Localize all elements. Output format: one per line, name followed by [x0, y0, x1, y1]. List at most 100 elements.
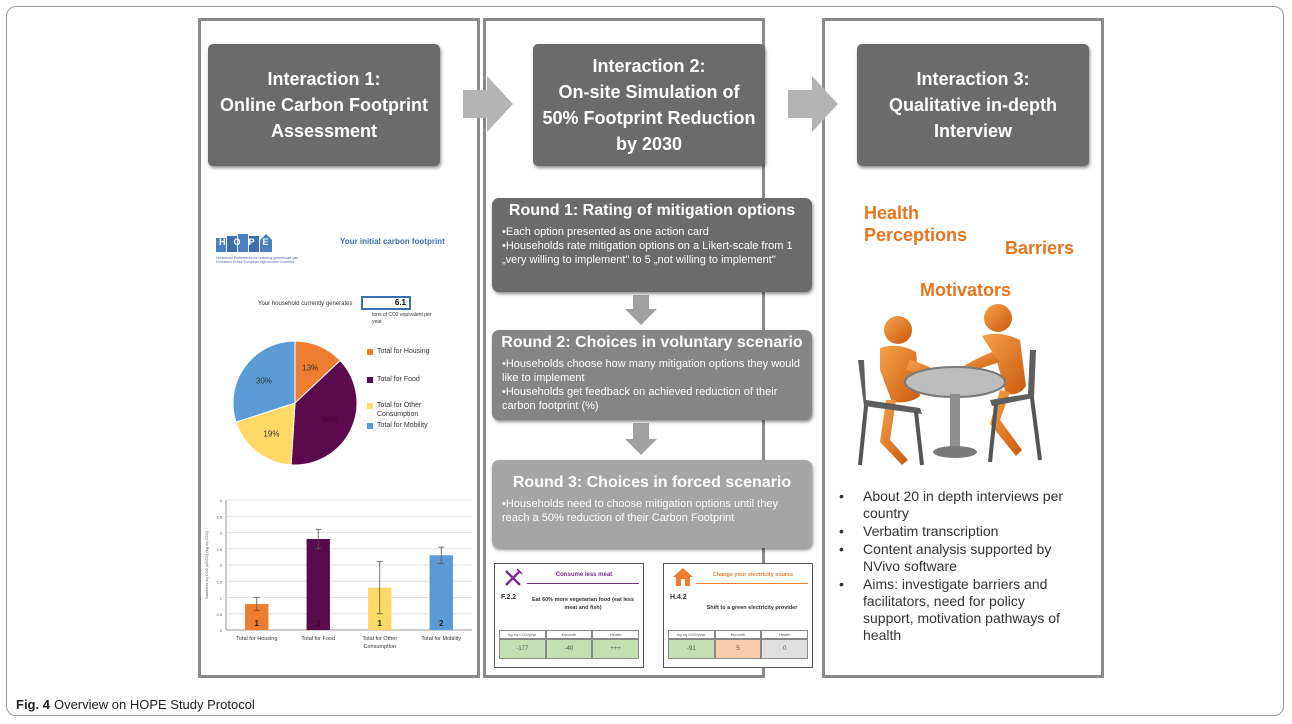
legend-label: Total for Housing [377, 348, 430, 355]
unit-label: tons of CO2 equivalent per year [372, 312, 432, 325]
interaction-2-header: Interaction 2: On-site Simulation of 50%… [533, 44, 765, 166]
round-3-bullet: •Households need to choose mitigation op… [502, 498, 778, 524]
y-tick-label: 3 [220, 531, 223, 536]
card-val: 5 [714, 639, 762, 659]
y-tick-label: 2.5 [216, 547, 222, 552]
bar-data-label: 3 [316, 619, 321, 628]
card-heading-line [527, 571, 639, 584]
y-tick-label: 1.5 [216, 579, 222, 584]
pie-chart: 13%38%19%30% [232, 340, 358, 466]
interaction-2-line-4: by 2030 [615, 134, 683, 154]
card-code: H.4.2 [670, 594, 687, 601]
card-col-header: kg eq.CO2/year [499, 630, 546, 639]
caption-label: Fig. 4 [16, 697, 50, 712]
card-col-header: Health [592, 630, 640, 639]
bar-data-label: 2 [439, 619, 444, 628]
generates-label: Your household currently generates [258, 301, 353, 307]
interaction-2-line-3: 50% Footprint Reduction [542, 108, 756, 128]
bar-data-label: 1 [255, 619, 260, 628]
x-tick-label: Total for Other [362, 636, 397, 642]
x-tick-label: Consumption [364, 644, 396, 650]
house-icon [673, 568, 693, 586]
list-item: Aims: investigate barriers and facilitat… [835, 576, 1075, 644]
interaction-1-line-2: Online Carbon Footprint [220, 95, 428, 115]
y-tick-label: 3.5 [216, 514, 222, 519]
legend-swatch [367, 376, 373, 383]
interaction-1-header: Interaction 1: Online Carbon Footprint A… [208, 44, 440, 166]
x-tick-label: Total for Mobility [421, 636, 461, 642]
legend-item-mobility: Total for Mobility [367, 422, 428, 429]
card-heading: Consume less meat [555, 572, 613, 578]
keyword-health: Health [864, 203, 920, 223]
y-tick-label: 0.5 [216, 612, 222, 617]
pie-slice-label: 19% [263, 429, 279, 438]
hope-logo-text: HOPE [219, 237, 277, 247]
interaction-2-title: Interaction 2: [592, 56, 706, 76]
hope-logo [216, 234, 272, 252]
pie-slice [235, 402, 296, 466]
interaction-3-line-3: Interview [933, 121, 1013, 141]
bar [245, 604, 269, 630]
card-text: Eat 60% more vegetarian food (eat less m… [531, 597, 635, 611]
list-item: About 20 in depth interviews per country [835, 488, 1075, 522]
legend-label: Total for Food [377, 376, 420, 383]
action-card-electricity: Change your electricity source H.4.2 Shi… [663, 563, 813, 668]
list-item: Content analysis supported by NVivo soft… [835, 541, 1075, 575]
card-col-header: €/month [545, 630, 593, 639]
round-2-bullet: •Households get feedback on achieved red… [502, 386, 778, 412]
fork-knife-icon [505, 568, 523, 586]
round-2-bullet: •Households choose how many mitigation o… [502, 358, 800, 384]
arrow-right-1 [463, 76, 513, 132]
y-tick-label: 0 [220, 628, 223, 633]
caption-text: Overview on HOPE Study Protocol [53, 697, 255, 712]
interaction-3-title: Interaction 3: [916, 69, 1030, 89]
bar [429, 555, 453, 630]
y-tick-label: 4 [220, 498, 223, 503]
legend-item-other: Total for Other [367, 402, 421, 409]
pie-slice-label: 13% [302, 364, 318, 373]
arrow-down-1 [625, 295, 657, 325]
interaction-1-line-3: Assessment [270, 121, 378, 141]
figure-frame [6, 6, 1284, 716]
interaction-1-title: Interaction 1: [267, 69, 381, 89]
card-col-header: €/month [714, 630, 762, 639]
pie-slice-label: 38% [322, 415, 338, 424]
round-2-title: Round 2: Choices in voluntary scenario [501, 334, 803, 351]
card-val: -40 [545, 639, 593, 659]
card-code: F.2.2 [501, 594, 517, 601]
round-3-box: Round 3: Choices in forced scenario •Hou… [492, 460, 812, 548]
card-val: +++ [592, 639, 640, 659]
interview-figures-illustration [858, 304, 1042, 466]
legend-swatch [367, 348, 373, 355]
card-heading-line [696, 571, 808, 584]
card-table: kg eq.CO2/year €/month Health -177 -40 +… [499, 630, 640, 659]
pie-slice [290, 359, 358, 466]
legend-item-housing: Total for Housing [367, 348, 430, 355]
round-2-box: Round 2: Choices in voluntary scenario •… [492, 330, 812, 420]
legend-label-continued: Consumption [377, 411, 419, 418]
x-tick-label: Total for Food [301, 636, 335, 642]
legend-swatch [367, 402, 373, 409]
keyword-barriers: Barriers [1005, 238, 1075, 258]
round-1-box: Round 1: Rating of mitigation options •E… [492, 198, 812, 292]
card-table: kg eq.CO2/year €/month Health -91 5 0 [668, 630, 809, 659]
arrow-down-2 [625, 423, 657, 455]
interaction-3-line-2: Qualitative in-depth [888, 95, 1057, 115]
list-item: Verbatim transcription [835, 523, 1075, 540]
keyword-motivators: Motivators [920, 280, 1012, 300]
hope-logo-tagline: Household Preferences for reducing green… [216, 256, 299, 264]
card-val: -177 [499, 639, 546, 659]
interaction-2-line-2: On-site Simulation of [558, 82, 740, 102]
legend-item-food: Total for Food [367, 376, 420, 383]
action-card-meat: Consume less meat F.2.2 Eat 60% more veg… [494, 563, 644, 668]
x-tick-label: Total for Housing [236, 636, 277, 642]
interview-bullet-list: About 20 in depth interviews per country… [835, 488, 1075, 645]
round-1-title: Round 1: Rating of mitigation options [508, 202, 796, 219]
bar [306, 539, 330, 630]
y-axis-label: Numbers eq CO2 (t/CO2) (kg eq CO2) [204, 530, 209, 599]
y-tick-label: 1 [220, 596, 223, 601]
y-tick-label: 2 [220, 563, 223, 568]
bar-data-label: 1 [378, 619, 383, 628]
card-val: 0 [761, 639, 809, 659]
arrow-right-2 [788, 76, 838, 132]
